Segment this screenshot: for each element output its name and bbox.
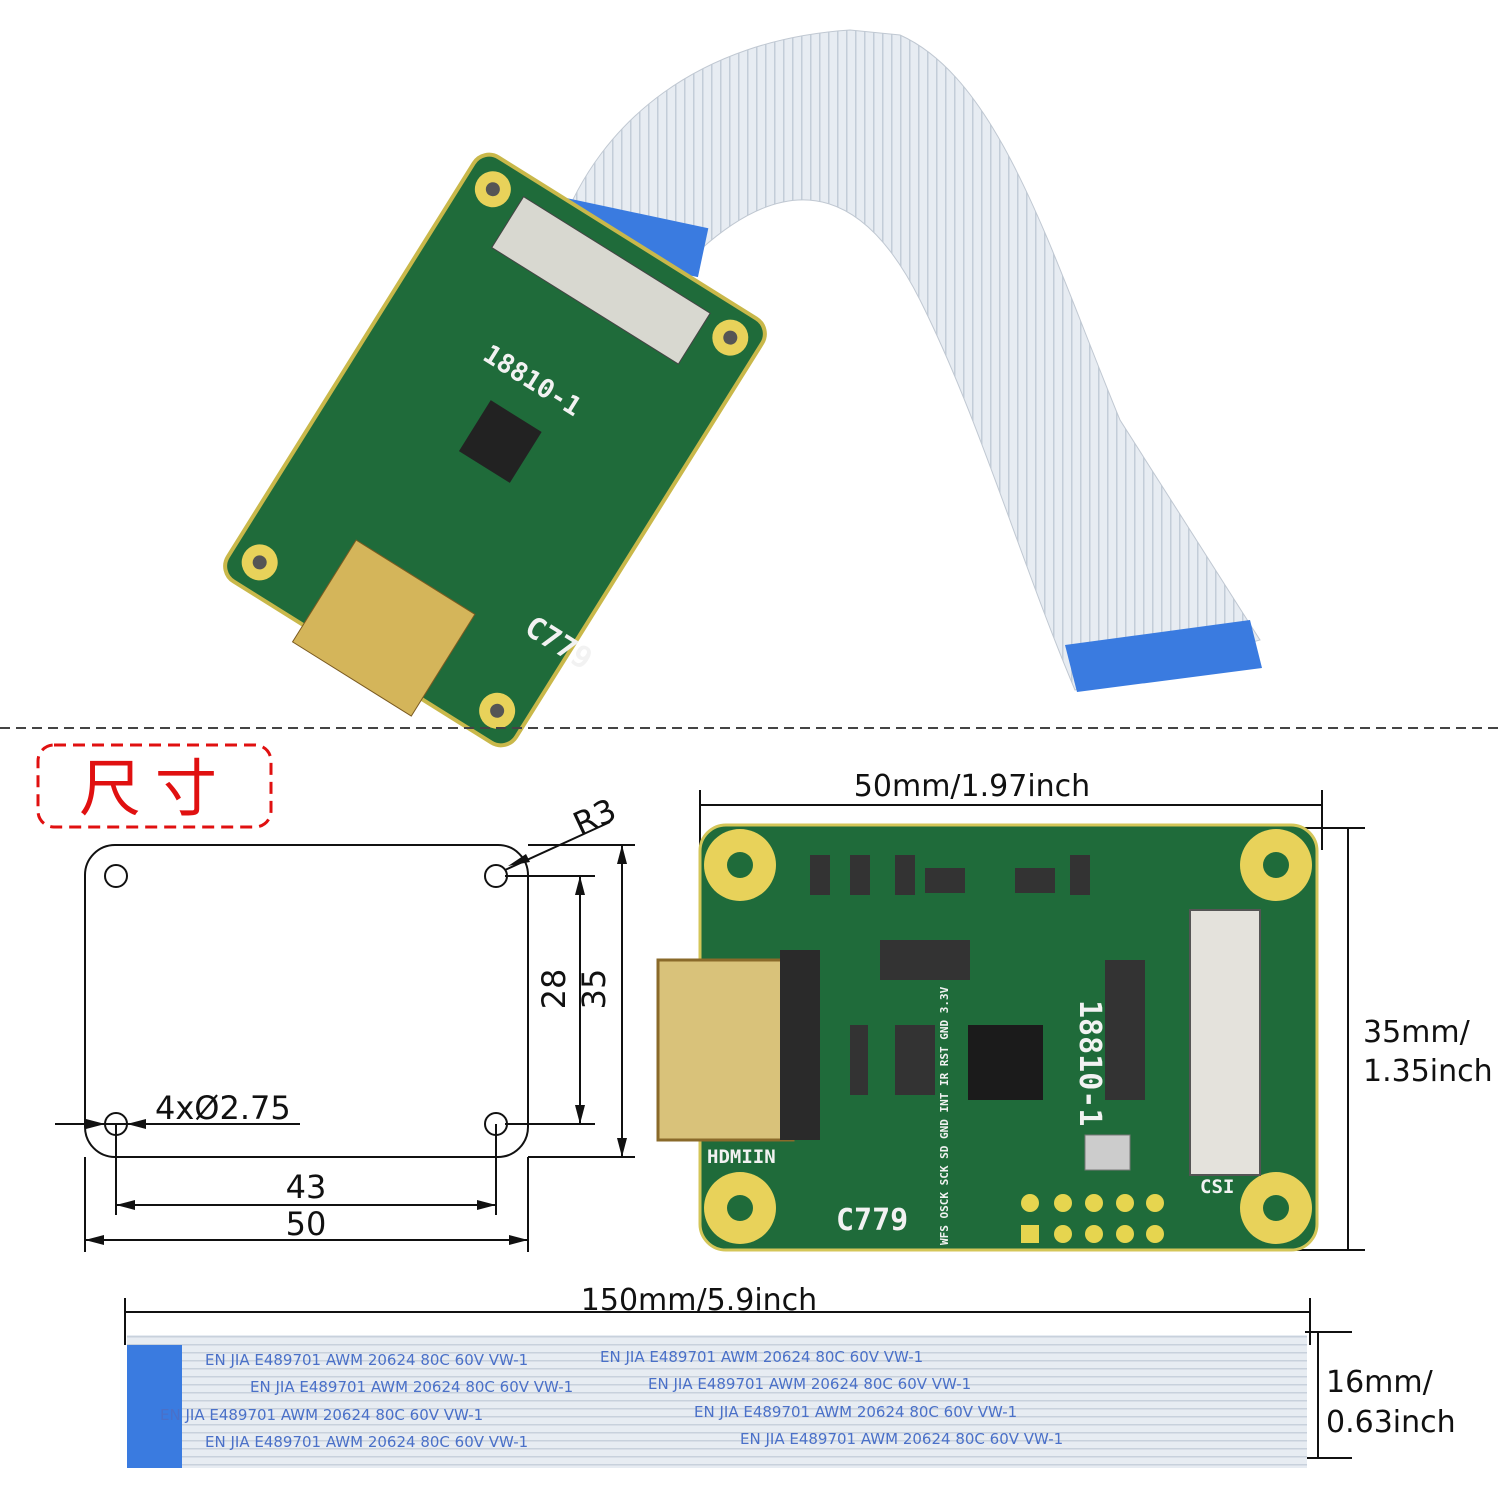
cable-end-stiffener	[127, 1345, 182, 1468]
section-title: 尺寸	[79, 752, 231, 825]
cable-print-1: EN JIA E489701 AWM 20624 80C 60V VW-1	[205, 1351, 528, 1369]
cable-print-3: EN JIA E489701 AWM 20624 80C 60V VW-1	[250, 1378, 573, 1396]
corner-radius-label: R3	[567, 791, 622, 843]
cable-length-dimension: 150mm/5.9inch	[581, 1283, 817, 1318]
cable-print-5: EN JIA E489701 AWM 20624 80C 60V VW-1	[160, 1406, 483, 1424]
silk-hdmi-label: HDMIIN	[707, 1146, 776, 1168]
main-chip	[968, 1025, 1043, 1100]
board-width-dimension: 50mm/1.97inch	[854, 769, 1090, 804]
board-width-label: 50	[286, 1205, 327, 1243]
cable-blue-stiffener	[1065, 620, 1262, 692]
silk-pin-labels: WFS OSCK SCK SD GND INT IR RST GND 3.3V	[938, 986, 951, 1245]
cable-dimension-lines	[124, 1298, 1352, 1459]
silk-part-number-top: 18810-1	[1072, 1000, 1107, 1126]
section-title-box	[36, 743, 273, 829]
board-photo-top-view: 18810-1 C779 HDMIIN CSI WFS OSCK SCK SD …	[656, 823, 1319, 1252]
cable-print-2: EN JIA E489701 AWM 20624 80C 60V VW-1	[600, 1348, 923, 1366]
cable-print-8: EN JIA E489701 AWM 20624 80C 60V VW-1	[740, 1430, 1063, 1448]
cable-print-4: EN JIA E489701 AWM 20624 80C 60V VW-1	[648, 1375, 971, 1393]
ribbon-cable-flat: EN JIA E489701 AWM 20624 80C 60V VW-1 EN…	[127, 1335, 1307, 1468]
hole-spacing-width-label: 43	[286, 1168, 327, 1206]
hole-spacing-height-label: 28	[535, 969, 573, 1010]
board-height-dimension-line1: 35mm/	[1363, 1015, 1471, 1050]
dimension-arrows	[85, 845, 627, 1245]
hdmi-connector	[656, 958, 795, 1142]
board-height-label: 35	[575, 969, 613, 1010]
silk-csi-label: CSI	[1200, 1176, 1234, 1198]
board-height-dimension-line2: 1.35inch	[1363, 1054, 1493, 1089]
cable-print-6: EN JIA E489701 AWM 20624 80C 60V VW-1	[694, 1403, 1017, 1421]
silk-model-top: C779	[836, 1203, 908, 1238]
cable-width-dimension-line1: 16mm/	[1326, 1365, 1434, 1400]
cable-width-dimension-line2: 0.63inch	[1326, 1405, 1456, 1440]
cable-print-7: EN JIA E489701 AWM 20624 80C 60V VW-1	[205, 1433, 528, 1451]
hole-spec-label: 4xØ2.75	[155, 1089, 291, 1127]
csi-connector	[1189, 909, 1261, 1176]
cad-dimension-drawing	[55, 821, 635, 1252]
board-photo-top: 18810-1 C779	[223, 152, 767, 748]
